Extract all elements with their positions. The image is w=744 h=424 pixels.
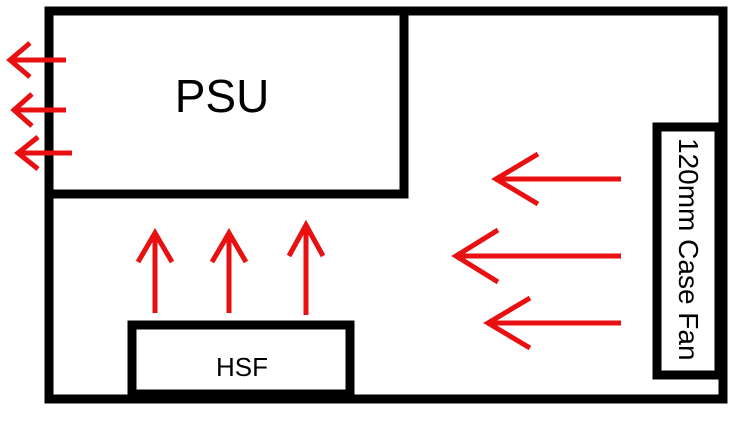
left-arrow-icon (451, 227, 621, 285)
hsf-updraft-arrows (135, 219, 326, 315)
case-fan-label: 120mm Case Fan (673, 138, 704, 361)
left-arrow-icon (491, 151, 621, 207)
case-fan-box (652, 122, 724, 380)
up-arrow-icon (209, 228, 249, 313)
hsf-label: HSF (216, 352, 268, 382)
hsf-box (127, 320, 355, 399)
fan-airflow-arrows (451, 151, 621, 351)
psu-exhaust-arrows (6, 41, 72, 171)
case-outline (44, 6, 728, 404)
up-arrow-icon (286, 219, 326, 315)
exhaust-arrow-icon (10, 92, 66, 128)
left-arrow-icon (483, 295, 621, 351)
exhaust-arrow-icon (6, 41, 66, 79)
up-arrow-icon (135, 228, 175, 313)
psu-label: PSU (175, 70, 270, 122)
exhaust-arrow-icon (13, 135, 72, 171)
psu-box (44, 6, 409, 199)
